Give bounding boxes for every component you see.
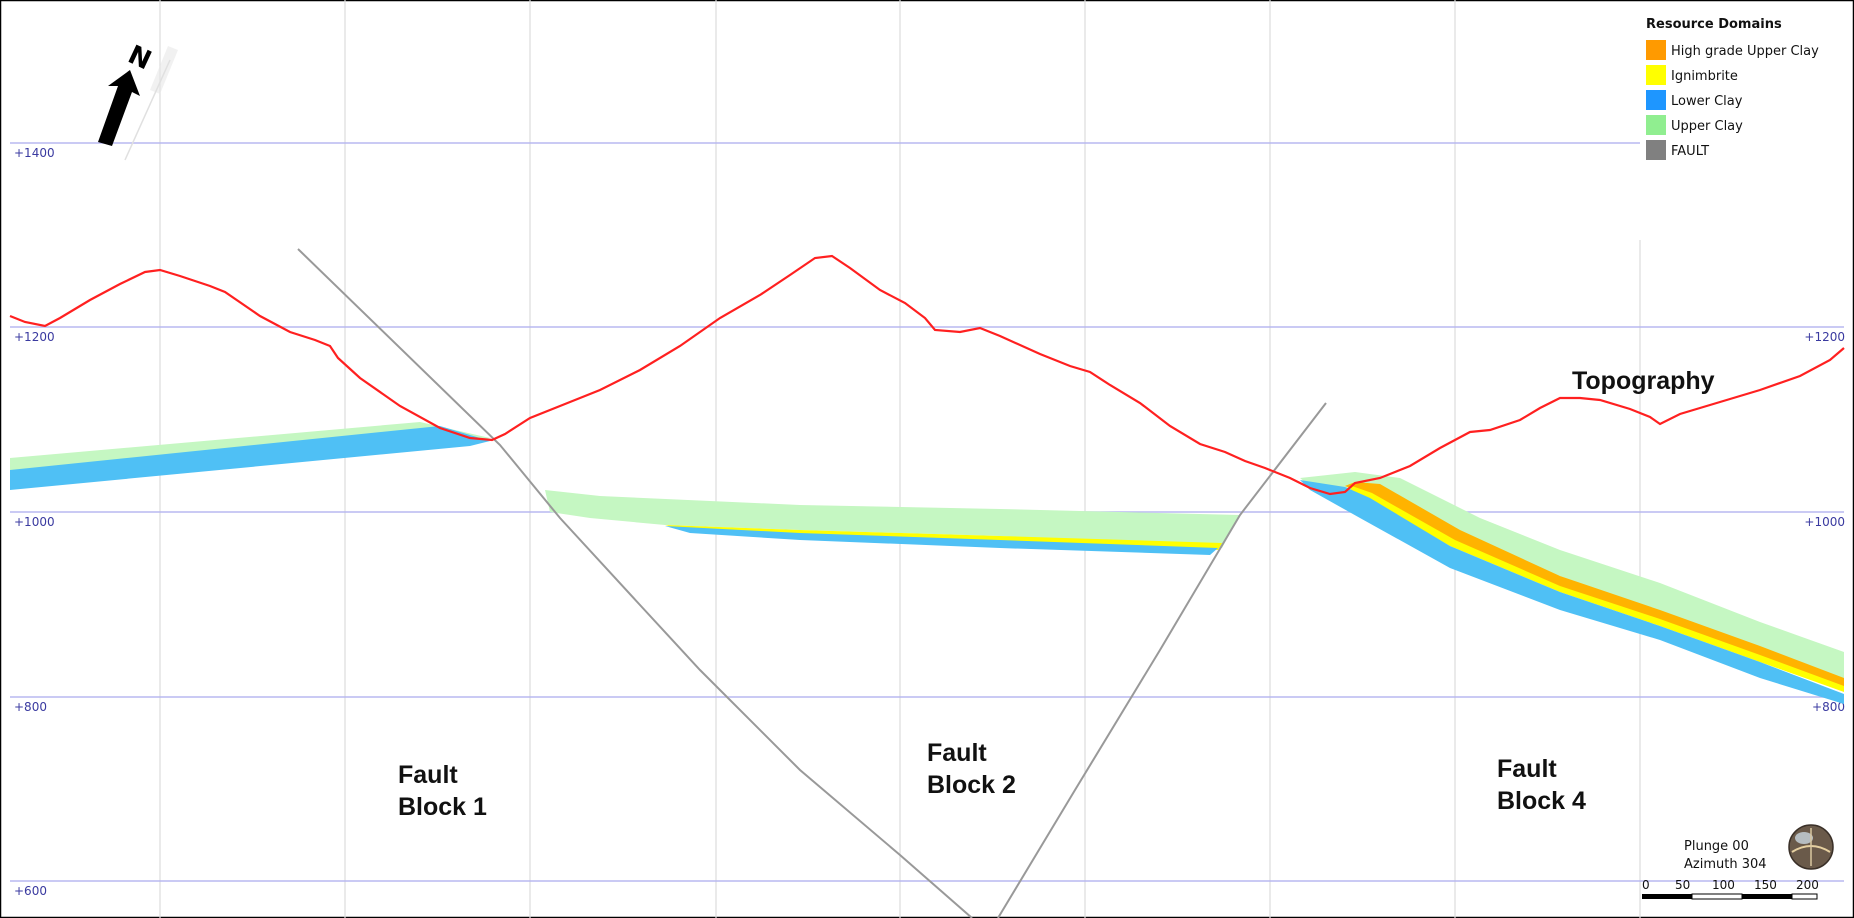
fault-block-1-label-line2: Block 1 bbox=[398, 793, 487, 821]
fault-line-west bbox=[297, 248, 973, 918]
legend-label-fault: FAULT bbox=[1671, 144, 1709, 159]
legend-swatch-ignimbrite bbox=[1646, 65, 1666, 85]
legend-swatch-upper-clay bbox=[1646, 115, 1666, 135]
elevation-label-800-right: +800 bbox=[1812, 700, 1845, 714]
fault-line-east bbox=[997, 402, 1327, 918]
scale-segment-4 bbox=[1791, 893, 1818, 900]
scale-segment-3 bbox=[1742, 894, 1792, 899]
orientation-sphere-icon bbox=[1788, 824, 1834, 870]
topography-label: Topography bbox=[1572, 367, 1715, 395]
scale-segment-1 bbox=[1642, 894, 1692, 899]
elevation-label-600-left: +600 bbox=[14, 884, 47, 898]
fault-block-2-label-line2: Block 2 bbox=[927, 771, 1016, 799]
elevation-label-1400-left: +1400 bbox=[14, 146, 55, 160]
elevation-label-1200-right: +1200 bbox=[1804, 330, 1845, 344]
block4-ignimbrite bbox=[1350, 486, 1844, 692]
block2-lower-clay bbox=[665, 526, 1218, 555]
legend-swatch-lower-clay bbox=[1646, 90, 1666, 110]
plunge-label: Plunge 00 bbox=[1684, 839, 1749, 854]
fault-block-4-label-line2: Block 4 bbox=[1497, 787, 1586, 815]
elevation-label-1200-left: +1200 bbox=[14, 330, 55, 344]
legend-background bbox=[1640, 8, 1852, 168]
azimuth-label: Azimuth 304 bbox=[1684, 857, 1767, 872]
block2-upper-clay bbox=[545, 490, 1240, 548]
fault-block-1-label-line1: Fault bbox=[398, 761, 458, 789]
legend-label-high-grade: High grade Upper Clay bbox=[1671, 44, 1819, 59]
elevation-label-1000-right: +1000 bbox=[1804, 515, 1845, 529]
scale-tick-200: 200 bbox=[1796, 878, 1819, 892]
fault-block-4-label-line1: Fault bbox=[1497, 755, 1557, 783]
legend-label-upper-clay: Upper Clay bbox=[1671, 119, 1743, 134]
scale-tick-100: 100 bbox=[1712, 878, 1735, 892]
block4-high-grade bbox=[1345, 482, 1844, 690]
legend-swatch-high-grade bbox=[1646, 40, 1666, 60]
topography-line bbox=[9, 254, 1845, 496]
scale-tick-150: 150 bbox=[1754, 878, 1777, 892]
elevation-gridlines bbox=[10, 142, 1844, 882]
legend: Resource Domains High grade Upper Clay I… bbox=[1640, 8, 1852, 168]
resource-domains bbox=[10, 422, 1844, 704]
block1-lower-clay bbox=[10, 426, 490, 490]
legend-label-lower-clay: Lower Clay bbox=[1671, 94, 1743, 109]
legend-title: Resource Domains bbox=[1646, 17, 1782, 32]
fault-lines bbox=[297, 248, 1327, 918]
scale-tick-0: 0 bbox=[1642, 878, 1650, 892]
legend-label-ignimbrite: Ignimbrite bbox=[1671, 69, 1738, 84]
legend-swatch-fault bbox=[1646, 140, 1666, 160]
scale-bar: 0 50 100 150 200 bbox=[1642, 878, 1819, 900]
fault-block-2-label-line1: Fault bbox=[927, 739, 987, 767]
scale-tick-50: 50 bbox=[1675, 878, 1690, 892]
scale-segment-2 bbox=[1691, 893, 1743, 900]
block4-lower-clay bbox=[1300, 480, 1844, 704]
elevation-label-1000-left: +1000 bbox=[14, 515, 55, 529]
elevation-label-800-left: +800 bbox=[14, 700, 47, 714]
